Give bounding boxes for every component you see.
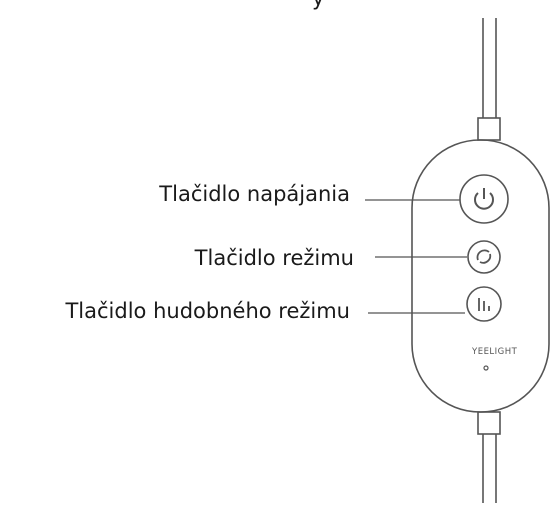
cycle-icon bbox=[476, 249, 492, 264]
mode-button-label: Tlačidlo režimu bbox=[194, 246, 354, 270]
status-led bbox=[483, 365, 489, 371]
bottom-cable-connector bbox=[477, 411, 501, 435]
equalizer-icon bbox=[478, 298, 490, 311]
top-cut-text: y bbox=[312, 0, 324, 9]
music-mode-button[interactable] bbox=[466, 286, 502, 322]
power-button-label: Tlačidlo napájania bbox=[159, 182, 350, 206]
top-cable-connector bbox=[477, 117, 501, 141]
controller-body bbox=[411, 139, 550, 413]
brand-logo: YEELIGHT bbox=[472, 347, 518, 357]
music-mode-button-label: Tlačidlo hudobného režimu bbox=[65, 299, 350, 323]
power-icon bbox=[474, 188, 494, 210]
mode-button[interactable] bbox=[467, 240, 501, 274]
power-button[interactable] bbox=[459, 174, 509, 224]
